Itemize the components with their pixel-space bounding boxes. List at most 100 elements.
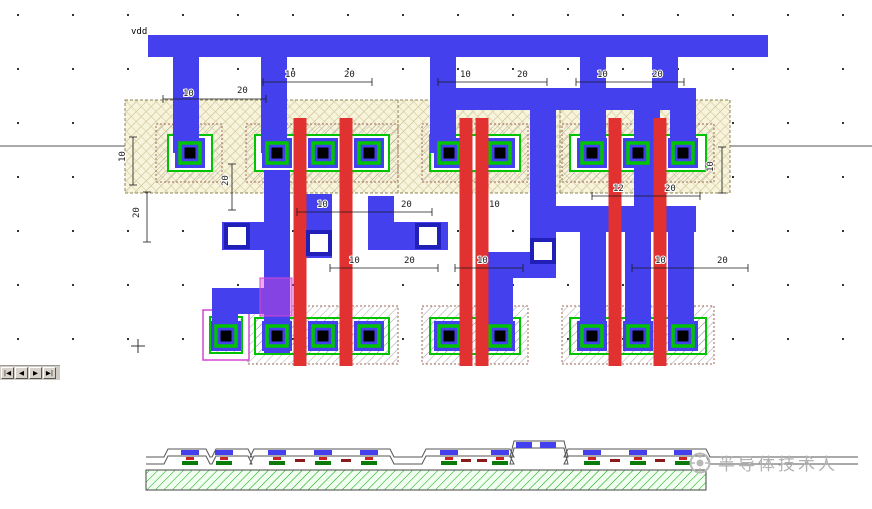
- contact-cut[interactable]: [494, 147, 506, 159]
- metal1-shape[interactable]: [148, 35, 768, 57]
- scroll-right-button[interactable]: ▶: [29, 367, 42, 379]
- watermark-logo-icon: [689, 452, 711, 473]
- grid-dot: [292, 284, 294, 286]
- contact-cut[interactable]: [363, 330, 375, 342]
- grid-dot: [17, 122, 19, 124]
- grid-dot: [17, 284, 19, 286]
- contact-frame[interactable]: [178, 141, 202, 165]
- xsec-metal: [491, 450, 509, 455]
- grid-dot: [457, 284, 459, 286]
- pplus-patch[interactable]: [259, 277, 293, 317]
- contact-frame[interactable]: [265, 141, 289, 165]
- contact-frame[interactable]: [357, 324, 381, 348]
- contact-cut[interactable]: [184, 147, 196, 159]
- metal1-shape[interactable]: [530, 88, 556, 266]
- contact-frame[interactable]: [265, 324, 289, 348]
- metal1-shape[interactable]: [430, 88, 696, 110]
- contact-frame[interactable]: [437, 141, 461, 165]
- contact-cut[interactable]: [220, 330, 232, 342]
- poly-gate[interactable]: [608, 118, 622, 366]
- via[interactable]: [224, 223, 250, 249]
- contact-frame[interactable]: [580, 324, 604, 348]
- contact-frame[interactable]: [488, 324, 512, 348]
- xsec-contact: [496, 457, 504, 460]
- grid-dot: [512, 14, 514, 16]
- horizontal-scrollbar[interactable]: |◀◀▶▶|: [0, 365, 60, 380]
- contact-frame[interactable]: [671, 324, 695, 348]
- xsec-gate: [341, 459, 351, 462]
- grid-dot: [237, 14, 239, 16]
- contact-frame[interactable]: [626, 141, 650, 165]
- poly-gate[interactable]: [653, 118, 667, 366]
- contact-frame[interactable]: [580, 141, 604, 165]
- contact-frame[interactable]: [626, 324, 650, 348]
- xsec-gate: [477, 459, 487, 462]
- scroll-end-button[interactable]: ▶|: [43, 367, 56, 379]
- xsec-metal: [181, 450, 199, 455]
- metal1-shape[interactable]: [173, 57, 199, 153]
- xsec-contact: [319, 457, 327, 460]
- xsec-contact: [365, 457, 373, 460]
- contact-cut[interactable]: [586, 330, 598, 342]
- grid-dot: [567, 68, 569, 70]
- dimension-label: 10: [477, 256, 488, 266]
- metal1-shape[interactable]: [261, 57, 287, 153]
- via[interactable]: [306, 230, 332, 256]
- contact-cut[interactable]: [632, 330, 644, 342]
- grid-dot: [72, 68, 74, 70]
- xsec-metal: [360, 450, 378, 455]
- xsec-oxide-line: [146, 447, 858, 465]
- contact-frame[interactable]: [488, 141, 512, 165]
- contact-cut[interactable]: [677, 147, 689, 159]
- xsec-diffusion: [361, 461, 377, 465]
- grid-dot: [17, 14, 19, 16]
- via[interactable]: [415, 223, 441, 249]
- grid-dot: [17, 230, 19, 232]
- xsec-contact: [634, 457, 642, 460]
- poly-gate[interactable]: [293, 118, 307, 366]
- dimension-label: 10: [460, 70, 471, 80]
- dimension-label: 20: [665, 184, 676, 194]
- via[interactable]: [530, 238, 556, 264]
- xsec-diffusion: [675, 461, 691, 465]
- grid-dot: [512, 230, 514, 232]
- contact-frame[interactable]: [311, 141, 335, 165]
- xsec-diffusion: [216, 461, 232, 465]
- contact-frame[interactable]: [357, 141, 381, 165]
- scroll-home-button[interactable]: |◀: [1, 367, 14, 379]
- contact-cut[interactable]: [443, 330, 455, 342]
- contact-cut[interactable]: [271, 147, 283, 159]
- contact-cut[interactable]: [271, 330, 283, 342]
- contact-cut[interactable]: [494, 330, 506, 342]
- grid-dot: [17, 68, 19, 70]
- grid-dot: [72, 122, 74, 124]
- dimension-label: 10: [317, 200, 328, 210]
- grid-dot: [72, 230, 74, 232]
- contact-cut[interactable]: [632, 147, 644, 159]
- grid-dot: [787, 230, 789, 232]
- poly-gate[interactable]: [475, 118, 489, 366]
- dimension-label: 10: [183, 89, 194, 99]
- contact-frame[interactable]: [214, 324, 238, 348]
- poly-gate[interactable]: [339, 118, 353, 366]
- metal1-shape[interactable]: [368, 196, 394, 226]
- grid-dot: [17, 338, 19, 340]
- grid-dot: [457, 230, 459, 232]
- contact-cut[interactable]: [586, 147, 598, 159]
- scroll-left-button[interactable]: ◀: [15, 367, 28, 379]
- contact-cut[interactable]: [317, 330, 329, 342]
- contact-cut[interactable]: [317, 147, 329, 159]
- poly-gate[interactable]: [459, 118, 473, 366]
- contact-cut[interactable]: [677, 330, 689, 342]
- grid-dot: [842, 338, 844, 340]
- xsec-diffusion: [630, 461, 646, 465]
- contact-cut[interactable]: [363, 147, 375, 159]
- contact-frame[interactable]: [311, 324, 335, 348]
- contact-frame[interactable]: [437, 324, 461, 348]
- contact-cut[interactable]: [443, 147, 455, 159]
- contact-frame[interactable]: [671, 141, 695, 165]
- dimension-label: 20: [132, 207, 142, 218]
- metal1-shape[interactable]: [652, 57, 678, 90]
